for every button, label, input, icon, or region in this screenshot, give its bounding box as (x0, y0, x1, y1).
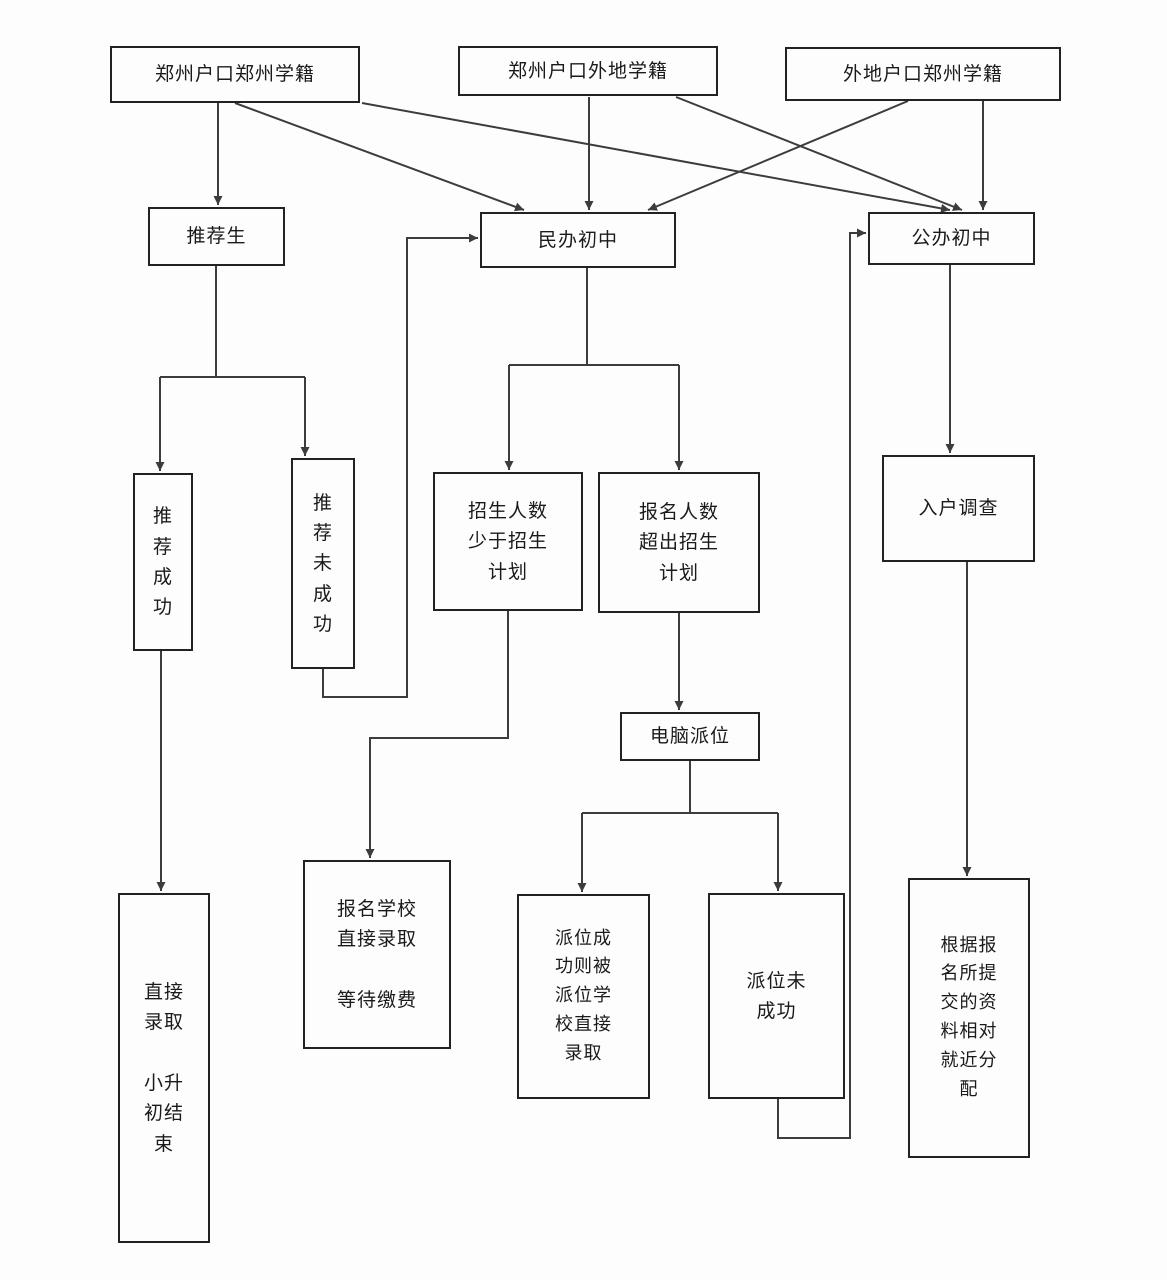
edge-paiwei-stem (582, 761, 778, 814)
edge-zzzz-to-gongban (361, 102, 951, 213)
node-waidi-hukou-zhengzhou-xueji: 外地户口郑州学籍 (785, 47, 1061, 101)
node-diannao-paiwei: 电脑派位 (620, 712, 760, 761)
edge-minban-stem (509, 268, 679, 366)
node-zhaosheng-shaoyu-jihua: 招生人数 少于招生 计划 (433, 472, 583, 611)
edge-wdzz-to-minban (647, 100, 909, 211)
node-ruhu-diaocha: 入户调查 (882, 455, 1035, 562)
node-zhijie-luqu-jieshu: 直接 录取 小升 初结 束 (118, 893, 210, 1243)
node-paiwei-chenggong-luqu: 派位成 功则被 派位学 校直接 录取 (517, 894, 650, 1099)
edge-zzwd-to-gongban (675, 96, 963, 211)
edge-shaoyu-to-baomingluqu (365, 611, 509, 858)
node-minban-chuzhong: 民办初中 (480, 212, 676, 268)
node-paiwei-wei-chenggong: 派位未 成功 (708, 893, 845, 1099)
node-tuijian-chenggong: 推 荐 成 功 (133, 473, 193, 651)
node-gongban-chuzhong: 公办初中 (868, 212, 1035, 265)
node-tuijian-wei-chenggong: 推 荐 未 成 功 (291, 458, 355, 669)
edge-zzzz-to-minban (234, 102, 525, 212)
edge-weichenggong-to-minban (322, 233, 478, 698)
node-baoming-chaochu-jihua: 报名人数 超出招生 计划 (598, 472, 760, 613)
edge-tuijiansheng-stem (160, 266, 305, 378)
node-tuijiansheng: 推荐生 (148, 207, 285, 266)
node-zhengzhou-hukou-waidi-xueji: 郑州户口外地学籍 (458, 46, 718, 96)
node-zhengzhou-hukou-zhengzhou-xueji: 郑州户口郑州学籍 (110, 46, 360, 103)
edge-paiweiwei-to-gongban (777, 228, 866, 1139)
node-jiujin-fenpei: 根据报 名所提 交的资 料相对 就近分 配 (908, 878, 1030, 1158)
node-baoming-xuexiao-luqu: 报名学校 直接录取 等待缴费 (303, 860, 451, 1049)
